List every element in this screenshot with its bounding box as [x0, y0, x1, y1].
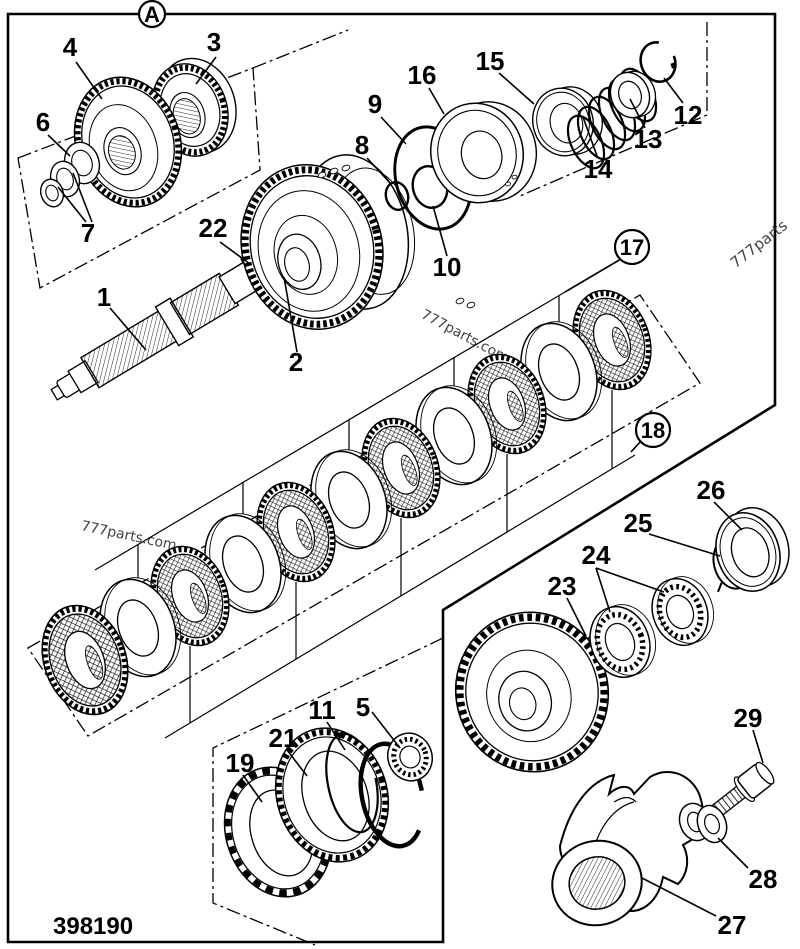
- gear-cluster: [39, 57, 237, 208]
- callout-14: 14: [584, 154, 613, 184]
- callout-9: 9: [368, 89, 382, 119]
- callout-24: 24: [582, 540, 611, 570]
- callout-17: 17: [620, 235, 644, 260]
- collar-26: [715, 507, 790, 593]
- bearing-24a: [589, 604, 656, 679]
- snap-ring-11: [325, 731, 379, 834]
- view-label: A: [144, 2, 160, 27]
- seal-15: [532, 86, 603, 157]
- callout-12: 12: [674, 100, 703, 130]
- washer-28: [696, 804, 728, 844]
- callout-8: 8: [355, 130, 369, 160]
- callout-29: 29: [734, 703, 763, 733]
- callout-13: 13: [634, 124, 663, 154]
- callout-28: 28: [749, 864, 778, 894]
- watermark-side: 777parts: [727, 216, 791, 272]
- callout-16: 16: [408, 60, 437, 90]
- callout-5: 5: [356, 692, 370, 722]
- drawing-number: 398190: [53, 913, 133, 940]
- yoke-27: [551, 771, 712, 927]
- watermark-left: 777parts.com: [80, 518, 178, 554]
- callout-27: 27: [718, 910, 747, 940]
- callout-10: 10: [433, 252, 462, 282]
- callout-26: 26: [697, 475, 726, 505]
- callout-3: 3: [207, 27, 221, 57]
- callout-25: 25: [624, 508, 653, 538]
- washer-13: [609, 70, 657, 119]
- circled-callout-18: 18: [634, 411, 672, 449]
- callout-6: 6: [36, 107, 50, 137]
- clutch-drum-gear: [240, 154, 476, 330]
- bearing-24b: [651, 576, 714, 647]
- callout-11: 11: [308, 695, 336, 725]
- leader-lines: [47, 56, 764, 917]
- callout-1: 1: [97, 282, 111, 312]
- circled-callout-17: 17: [613, 228, 651, 266]
- callout-7: 7: [81, 218, 95, 248]
- bearing-5: [387, 732, 433, 782]
- callout-21: 21: [269, 723, 298, 753]
- group-box-clutch-pack: [27, 294, 701, 737]
- callout-4: 4: [63, 32, 78, 62]
- friction-disc-rail-18: [164, 390, 636, 739]
- seal-ring-8: [384, 180, 410, 212]
- callout-19: 19: [226, 748, 255, 778]
- piston-16: [429, 101, 538, 204]
- callout-22: 22: [199, 213, 228, 243]
- view-label-badge: A: [137, 0, 167, 29]
- retaining-ring: [358, 741, 426, 849]
- snap-ring-12: [639, 41, 677, 83]
- group-box-top-right: [519, 22, 708, 197]
- gear-plate-21: [274, 727, 390, 863]
- group-box-bottom-left: [212, 637, 444, 946]
- page-border: [6, 12, 777, 944]
- callout-labels: 1 2 3 4 5 6 7 8 9 10 11 12 13 14 15 16 1…: [36, 27, 778, 940]
- callout-18: 18: [641, 418, 665, 443]
- callout-23: 23: [548, 571, 577, 601]
- steel-plate-rail-17: [94, 291, 566, 578]
- callout-15: 15: [476, 46, 505, 76]
- callout-2: 2: [289, 347, 303, 377]
- group-box-top-left: [17, 29, 349, 290]
